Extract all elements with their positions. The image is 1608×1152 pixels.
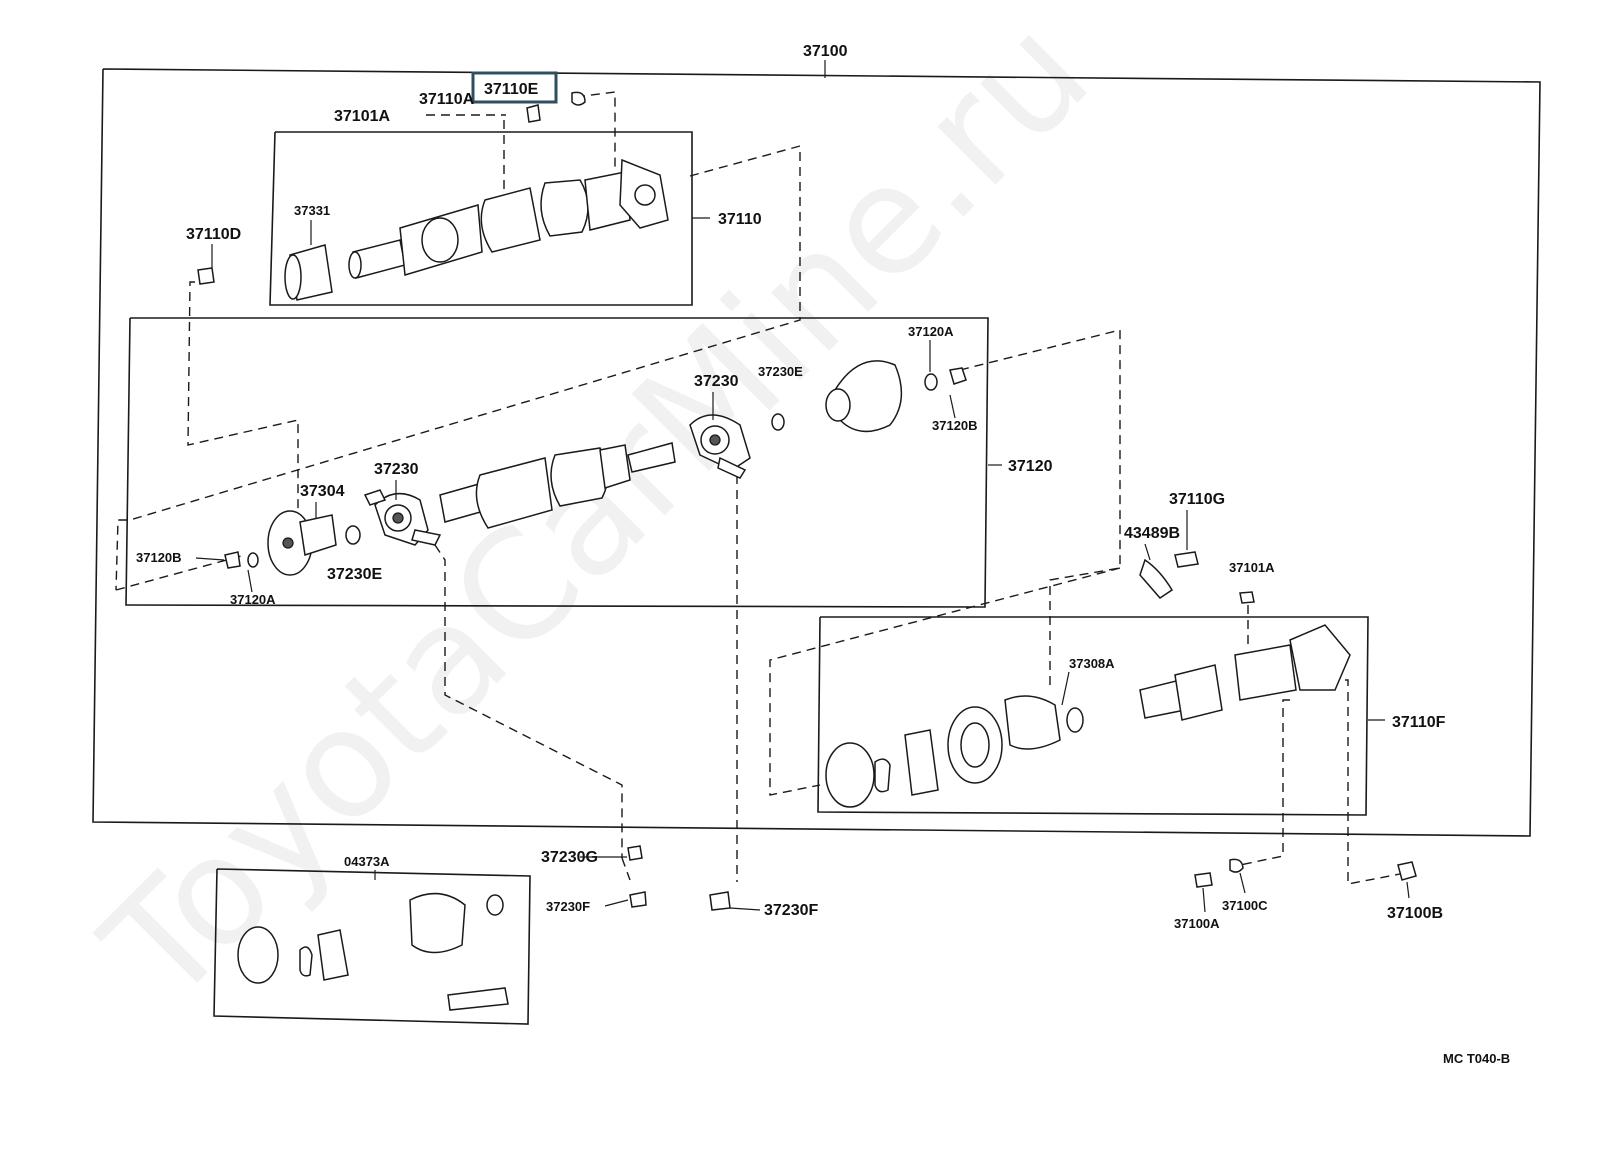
small-parts-middle xyxy=(224,367,967,569)
label-37100: 37100 xyxy=(803,43,848,60)
label-37110A: 37110A xyxy=(419,91,475,108)
bolts-and-nuts xyxy=(627,845,731,911)
label-37110E: 37110E xyxy=(484,81,539,98)
label-37100C: 37100C xyxy=(1222,898,1268,913)
bearing-37331 xyxy=(284,244,333,301)
label-37230F-mid: 37230F xyxy=(764,902,818,919)
repair-kit-parts xyxy=(237,892,509,1011)
label-37110: 37110 xyxy=(718,211,762,228)
label-leaders xyxy=(195,220,1410,913)
cv-joint-assembly xyxy=(825,695,1084,808)
label-37120B-right: 37120B xyxy=(932,418,978,433)
rear-propeller-shaft xyxy=(1139,624,1351,721)
label-37230F-left: 37230F xyxy=(546,899,590,914)
highlight-box xyxy=(471,71,558,104)
label-37101A-right: 37101A xyxy=(1229,560,1275,575)
label-04373A: 04373A xyxy=(344,854,390,869)
watermark: ToyotaCarMine.ru xyxy=(72,0,1122,1036)
label-37230E-right: 37230E xyxy=(758,364,803,379)
label-37110F: 37110F xyxy=(1392,714,1446,731)
label-37110D: 37110D xyxy=(186,226,241,243)
sub-frame-37120 xyxy=(125,317,1002,608)
label-43489B: 43489B xyxy=(1124,525,1180,542)
sub-frame-04373A xyxy=(213,868,531,1025)
label-37308A: 37308A xyxy=(1069,656,1115,671)
dashed-reference-lines xyxy=(115,91,1401,885)
label-37120A-left: 37120A xyxy=(230,592,276,607)
sub-frame-37110F xyxy=(817,616,1385,816)
label-37120B-left: 37120B xyxy=(136,550,182,565)
center-bearing-left xyxy=(363,489,442,546)
sub-frame-37110 xyxy=(269,131,710,306)
label-37331: 37331 xyxy=(294,203,330,218)
center-bearing-right xyxy=(689,414,751,479)
label-37110G: 37110G xyxy=(1169,491,1225,508)
small-parts-top xyxy=(197,91,586,285)
small-parts-right xyxy=(1139,551,1417,888)
part-labels: 37100 37110E 37110A 37101A 37331 37110 3… xyxy=(136,43,1510,1066)
label-37230-left: 37230 xyxy=(374,461,419,478)
diagram-code: MC T040-B xyxy=(1443,1051,1510,1066)
label-37120A-top: 37120A xyxy=(908,324,954,339)
dust-cover-37120 xyxy=(825,360,903,433)
label-37100A: 37100A xyxy=(1174,916,1220,931)
label-37100B: 37100B xyxy=(1387,905,1443,922)
label-37230G: 37230G xyxy=(541,849,598,866)
flange-37304 xyxy=(267,510,337,576)
label-37230E-left: 37230E xyxy=(327,566,382,583)
label-37101A-top: 37101A xyxy=(334,108,390,125)
assembly-frame-37100 xyxy=(92,60,1541,837)
label-37230-right: 37230 xyxy=(694,373,739,390)
label-37120: 37120 xyxy=(1008,458,1053,475)
label-37304: 37304 xyxy=(300,483,345,500)
front-propeller-shaft xyxy=(348,158,669,279)
intermediate-propeller-shaft xyxy=(439,442,676,529)
